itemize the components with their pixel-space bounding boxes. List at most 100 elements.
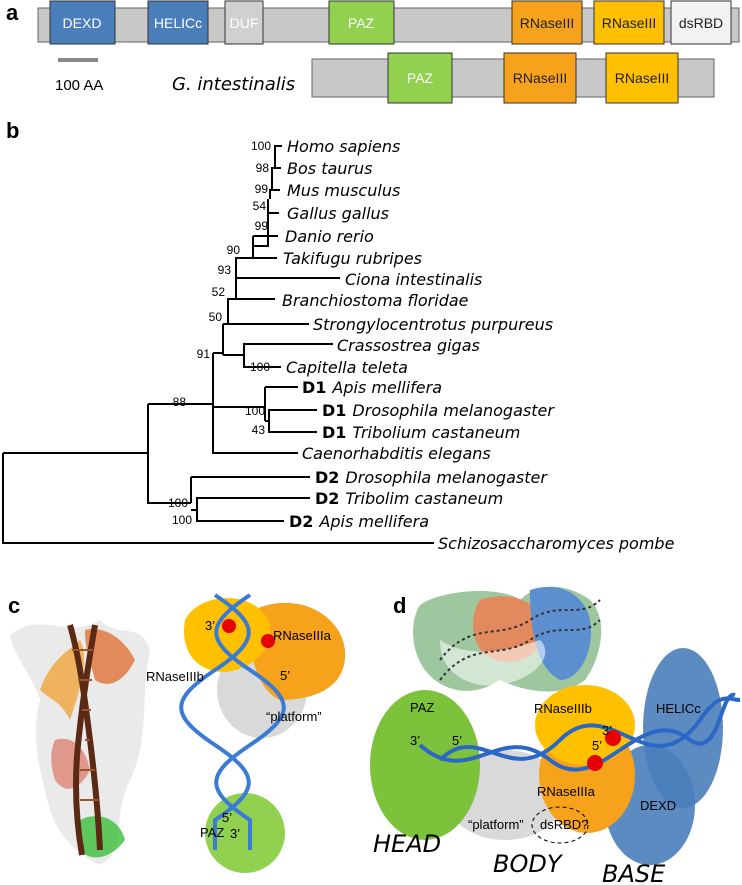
paz-label: PAZ [200,825,224,840]
giardia-domain-rnaseiii-a-label: RNaseIII [513,70,567,86]
domain-paz: PAZ [328,0,395,45]
bootstrap-value: 100 [172,513,192,527]
platform-label: “platform” [266,709,322,724]
dsrbd-outline [531,806,589,844]
head-label: HEAD [373,830,441,858]
branch-homo [274,145,282,168]
crystal-structure-image [10,620,150,865]
bootstrap-value: 100 [250,360,270,374]
rnaseiiib-shape [184,598,271,672]
bootstrap-value: 100 [168,496,188,510]
end-label: 5’ [592,738,602,753]
taxon-name: Tribolium castaneum [352,423,520,442]
giardia-domain-rnaseiii-b: RNaseIII [605,52,679,104]
cleavage-site [222,619,236,633]
end-label: 3’ [230,826,240,841]
taxon-label: Homo sapiens [287,137,400,156]
panel-b: b [2,118,675,553]
end-label: 5’ [222,810,232,825]
domain-dexd: DEXD [49,0,116,45]
rnaseiiia-label: RNaseIIIa [537,784,596,799]
branch-88 [147,404,191,504]
branch-d1-tcas [268,410,317,433]
domain-helicc: HELICc [147,0,209,45]
taxon-label: Caenorhabditis elegans [302,444,491,463]
branch-root [2,453,434,544]
giardia-domain-paz-box [387,52,453,104]
branch-91 [212,353,298,454]
dicer-schematic [179,593,346,873]
domain-rnaseiii-a-box [511,0,583,45]
em-density-image [413,586,602,692]
base-label: BASE [602,860,666,885]
taxon-label-d1-apis: D1 Apis mellifera [302,378,442,397]
taxon-label: Branchiostoma floridae [282,291,469,310]
end-label: 3’ [410,733,420,748]
tree-branches [2,145,434,544]
taxon-label-d2-dros: D2 Drosophila melanogaster [315,468,548,487]
panel-c-letter: c [8,593,20,618]
branch-capitella [243,344,281,368]
domain-rnaseiii-b-label: RNaseIII [602,15,656,31]
dsrna-strand-2 [214,593,286,850]
species-label: G. intestinalis [172,74,295,95]
bootstrap-value: 88 [173,395,187,409]
domain-dsrbd-label: dsRBD [679,15,723,31]
taxon-prefix: D2 [315,489,339,508]
branch-d2-tcas [191,497,310,511]
domain-dexd-label: DEXD [63,15,102,31]
giardia-domain-paz-label: PAZ [407,70,434,86]
rnaseiiib-label: RNaseIIIb [534,701,592,716]
bootstrap-value: 100 [245,404,265,418]
taxon-prefix: D2 [289,512,313,531]
branch-52 [223,298,275,325]
taxon-label-d2-apis: D2 Apis mellifera [289,512,429,531]
domain-dsrbd: dsRBD [670,0,732,45]
taxon-label-d1-trib: D1 Tribolium castaneum [322,423,520,442]
branch-mus [269,189,280,199]
taxon-prefix: D1 [322,401,346,420]
domain-rnaseiii-a-label: RNaseIII [520,15,574,31]
paz-shape [370,690,480,840]
bootstrap-value: 93 [218,263,232,277]
branch-d2-amel [196,498,284,522]
panel-a-letter: a [6,0,19,25]
end-label: 3’ [205,618,215,633]
bootstrap-value: 43 [252,423,266,437]
dsrna-strand-1 [179,593,251,850]
taxon-name: Apis mellifera [318,512,429,531]
taxon-label: Schizosaccharomyces pombe [438,534,675,553]
domain-duf: DUF [224,0,264,45]
bootstrap-value: 54 [253,199,267,213]
bootstrap-value: 90 [227,243,241,257]
taxon-name: Apis mellifera [331,378,442,397]
panel-b-letter: b [6,118,19,143]
domain-duf-label: DUF [230,15,259,31]
taxon-prefix: D1 [302,378,326,397]
taxon-label: Mus musculus [287,181,400,200]
panel-d-letter: d [393,593,406,618]
cleavage-site [261,634,275,648]
bootstrap-value: 100 [251,139,271,153]
panel-c: c RNaseIIIa RNaseIIIb “platform” PAZ [8,593,346,873]
taxon-name: Drosophila melanogaster [345,468,548,487]
domain-rnaseiii-a: RNaseIII [511,0,583,45]
cleavage-site [605,730,621,746]
dsrna-strand-2 [438,696,741,762]
rnaseiiib-label: RNaseIIIb [146,669,204,684]
taxon-prefix: D1 [322,423,346,442]
panel-a: a DEXD HELICc DUF PAZ RNaseIII RNaseIII [6,0,740,104]
rnaseiiia-shape [248,602,346,700]
end-label: 5’ [280,668,290,683]
taxon-prefix: D2 [315,468,339,487]
bootstrap-value: 91 [197,347,211,361]
taxon-label: Gallus gallus [287,204,389,223]
scale-bar-label: 100 AA [55,77,103,94]
domain-rnaseiii-b: RNaseIII [593,0,665,45]
giardia-domain-rnaseiii-a: RNaseIII [503,52,577,104]
taxon-label: Danio rerio [285,227,374,246]
body-label: BODY [493,850,564,878]
